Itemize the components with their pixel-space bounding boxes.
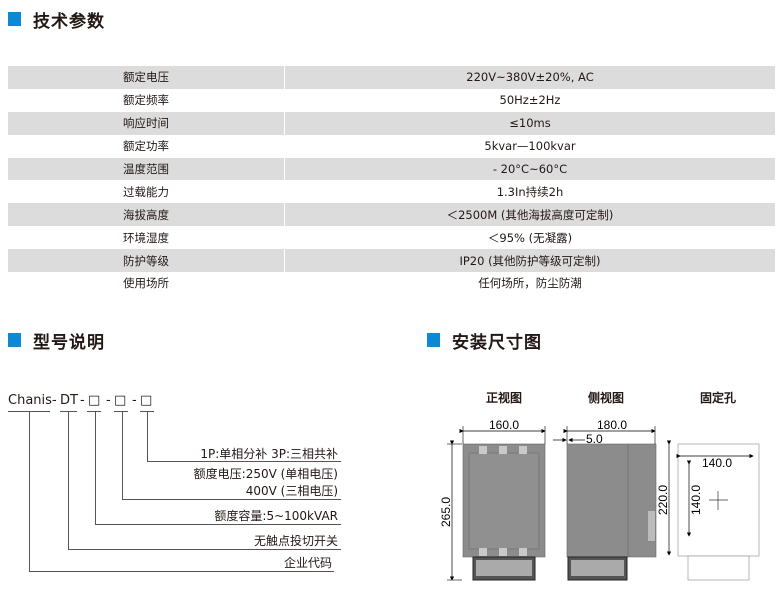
- code-sep: -: [106, 393, 111, 408]
- spec-value: 任何场所，防尘防潮: [478, 276, 582, 291]
- code-sep: -: [132, 393, 137, 408]
- spec-row: 环境湿度 ＜95% (无凝露): [8, 226, 775, 250]
- desc-phase: 1P:单相分补 3P:三相共补: [200, 447, 338, 461]
- spec-row: 使用场所 任何场所，防尘防潮: [8, 272, 775, 295]
- code-brand: Chanis: [8, 393, 52, 408]
- front-view-title: 正视图: [486, 390, 522, 405]
- spec-row: 额定频率 50Hz±2Hz: [8, 88, 775, 112]
- spec-value: 220V~380V±20%, AC: [284, 66, 775, 89]
- spec-row: 过载能力 1.3In持续2h: [8, 180, 775, 204]
- spec-row: 响应时间≤10ms: [8, 111, 775, 135]
- model-heading: 型号说明: [8, 330, 105, 353]
- desc-voltage-400: 400V (三相电压): [245, 484, 338, 498]
- code-voltage-box: □: [114, 393, 127, 408]
- spec-label: 额定频率: [8, 88, 285, 112]
- code-phase-box: □: [140, 393, 153, 408]
- spec-row: 海拔高度＜2500M (其他海拔高度可定制): [8, 203, 775, 227]
- side-view: 180.0 5.0: [553, 418, 657, 581]
- holes-h-spacing-label: 140.0: [702, 456, 732, 470]
- spec-label: 额定功率: [8, 134, 285, 158]
- spec-value: - 20°C~60°C: [284, 157, 775, 181]
- holes-v-spacing-label: 140.0: [689, 485, 703, 515]
- spec-label: 响应时间: [8, 111, 285, 135]
- fixing-holes-view: 140.0 140.0 220.0: [656, 440, 760, 581]
- holes-title: 固定孔: [700, 390, 736, 405]
- specs-title: 技术参数: [33, 11, 105, 32]
- specs-heading: 技术参数: [8, 9, 105, 32]
- front-height-label: 265.0: [439, 497, 453, 527]
- code-sep: -: [52, 393, 57, 408]
- spec-value: IP20 (其他防护等级可定制): [284, 249, 775, 273]
- spec-value: ≤10ms: [284, 111, 775, 135]
- front-view: 160.0 265.0: [439, 418, 546, 581]
- code-sep: -: [80, 393, 85, 408]
- code-series: DT: [60, 393, 78, 408]
- front-width-label: 160.0: [489, 418, 519, 432]
- spec-label: 使用场所: [8, 272, 285, 295]
- dims-heading: 安装尺寸图: [427, 330, 542, 353]
- desc-switch: 无触点投切开关: [253, 534, 338, 548]
- spec-label: 防护等级: [8, 249, 285, 273]
- spec-value: ＜95% (无凝露): [487, 230, 573, 245]
- code-capacity-box: □: [88, 393, 101, 408]
- side-offset-label: 5.0: [586, 432, 603, 446]
- section-marker-icon: [427, 333, 440, 347]
- spec-row: 温度范围- 20°C~60°C: [8, 157, 775, 181]
- spec-value: 5kvar—100kvar: [484, 139, 576, 154]
- model-title: 型号说明: [33, 332, 105, 353]
- spec-label: 温度范围: [8, 157, 285, 181]
- spec-label: 额定电压: [8, 66, 285, 89]
- desc-capacity: 额度容量:5~100kVAR: [214, 509, 338, 523]
- spec-value: 1.3In持续2h: [496, 184, 564, 199]
- desc-company: 企业代码: [283, 556, 332, 570]
- spec-label: 过载能力: [8, 180, 285, 204]
- spec-value: 50Hz±2Hz: [499, 93, 561, 108]
- section-marker-icon: [8, 333, 21, 347]
- side-view-title: 侧视图: [588, 390, 624, 405]
- spec-label: 海拔高度: [8, 203, 285, 227]
- side-depth-label: 180.0: [597, 418, 627, 432]
- holes-height-label: 220.0: [656, 485, 670, 515]
- desc-voltage-250: 额度电压:250V (单相电压): [193, 467, 338, 481]
- spec-value: ＜2500M (其他海拔高度可定制): [284, 203, 775, 227]
- spec-row: 额定功率 5kvar—100kvar: [8, 134, 775, 158]
- dims-title: 安装尺寸图: [452, 332, 542, 353]
- section-marker-icon: [8, 12, 21, 26]
- spec-label: 环境湿度: [8, 226, 285, 250]
